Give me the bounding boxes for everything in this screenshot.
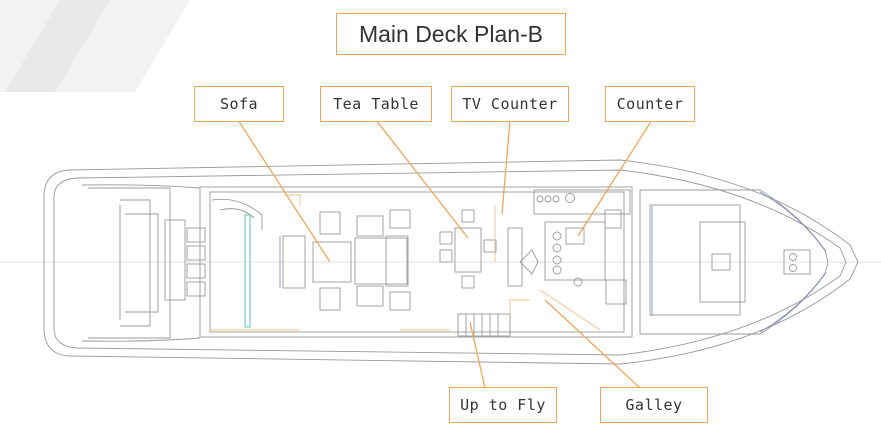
- tv-counter-label: TV Counter: [451, 86, 569, 122]
- tea-table-label: Tea Table: [320, 86, 432, 122]
- interior-accents: [210, 194, 601, 331]
- up-to-fly-label: Up to Fly: [449, 387, 557, 423]
- hull-outline: [43, 159, 859, 365]
- counter-label: Counter: [605, 86, 695, 122]
- glass-wall: [244, 214, 251, 328]
- decor-stripe: [5, 0, 110, 92]
- sofa-label: Sofa: [194, 86, 284, 122]
- galley-label: Galley: [600, 387, 708, 423]
- tea-table-leader: [375, 119, 469, 239]
- tv-counter-leader: [501, 119, 511, 215]
- callout-leaders: [237, 119, 653, 389]
- counter-leader: [577, 119, 653, 237]
- glass-lines: [119, 191, 827, 333]
- page-title: Main Deck Plan-B: [336, 13, 566, 55]
- sofa-leader: [237, 119, 331, 263]
- galley-leader: [544, 299, 641, 389]
- up-to-fly-leader: [469, 321, 486, 389]
